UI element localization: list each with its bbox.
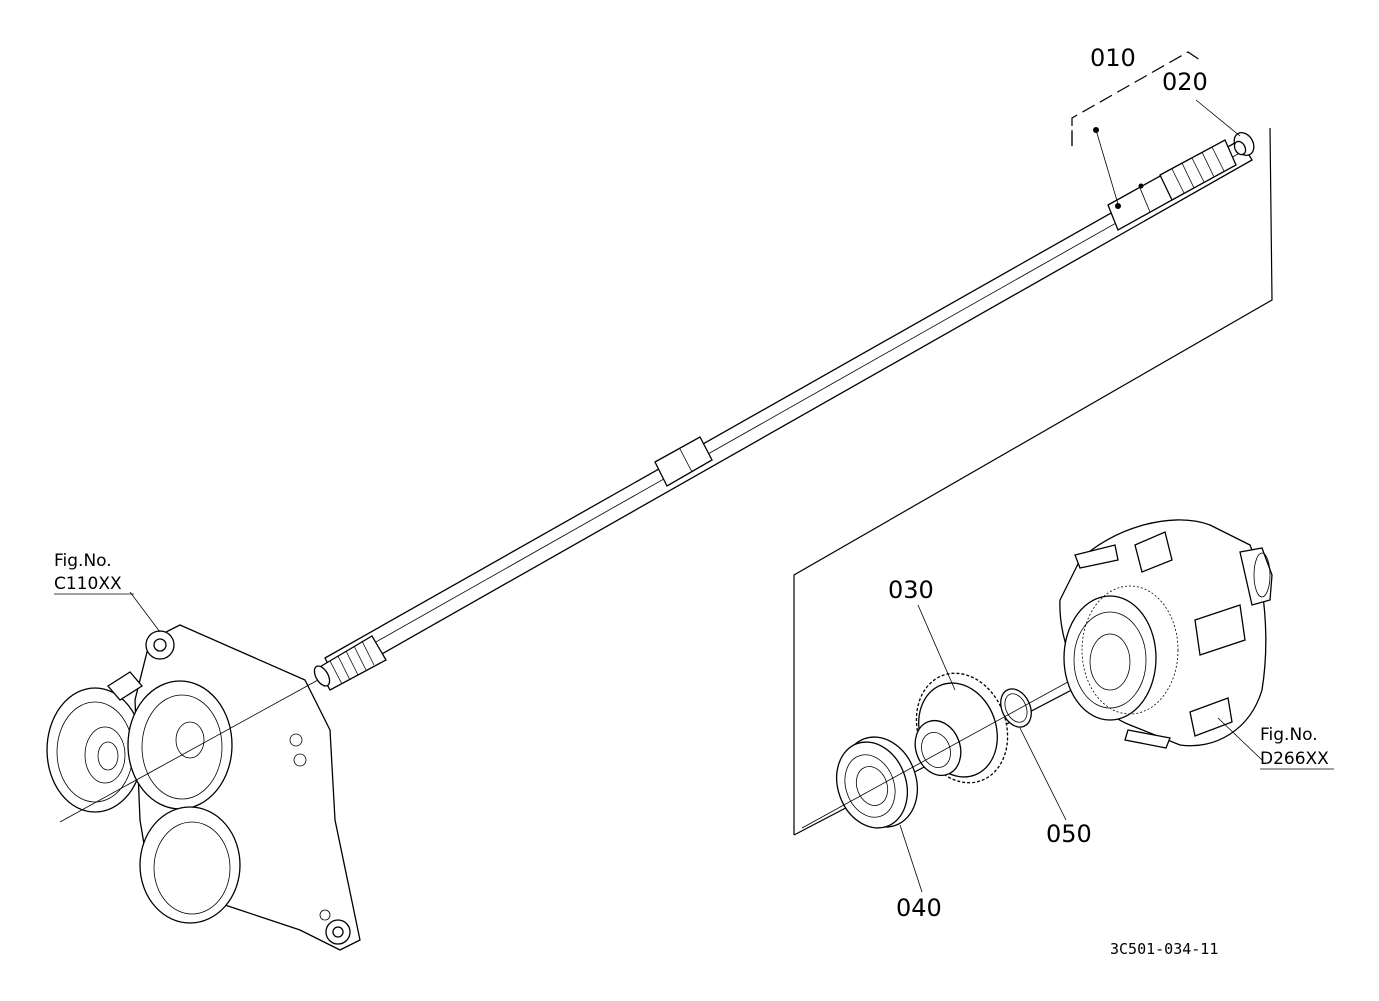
assembly-axis [801,671,1087,829]
left-housing [46,591,361,951]
clutch-assembly [1059,519,1273,761]
circlip-050 [1000,688,1067,821]
figref-left-label: Fig.No. [54,551,112,571]
plug-020 [1195,99,1255,156]
figref-right-number[interactable]: D266XX [1260,749,1329,769]
drawing-code: 3C501-034-11 [1110,940,1218,958]
main-shaft [313,127,1253,691]
callout-020: 020 [1162,68,1208,96]
figref-left-number[interactable]: C110XX [54,574,122,594]
callout-040: 040 [896,894,942,922]
figref-right-label: Fig.No. [1260,725,1318,745]
bearing-040 [836,736,923,893]
callout-030: 030 [888,576,934,604]
callout-050: 050 [1046,820,1092,848]
callout-010: 010 [1090,44,1136,72]
